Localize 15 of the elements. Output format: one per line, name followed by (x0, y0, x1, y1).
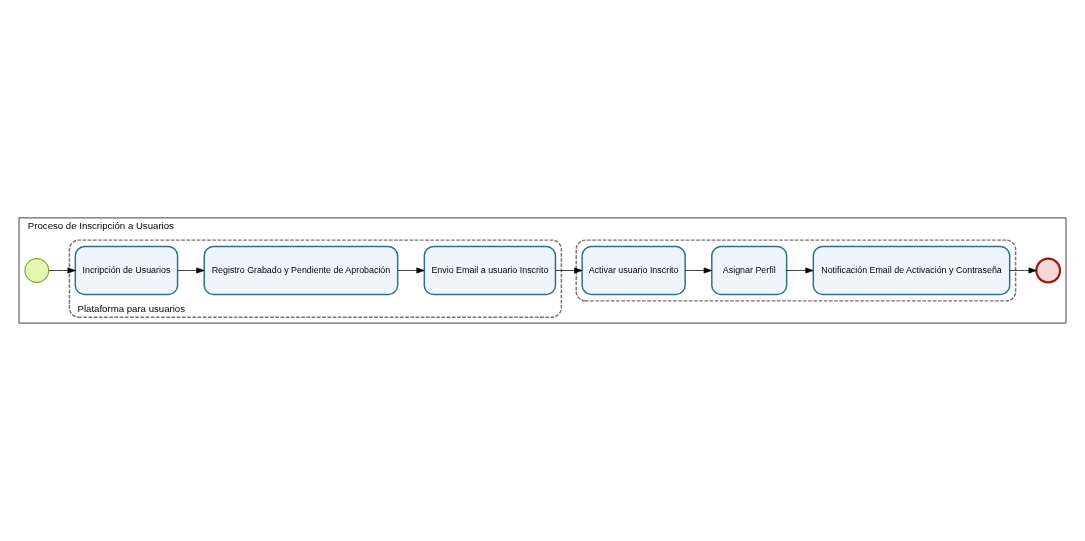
arrow (1009, 267, 1037, 274)
node-box: Envio Email a usuario Inscrito (423, 245, 557, 296)
arrow (685, 267, 712, 274)
arrow (555, 267, 583, 274)
node-box: Registro Grabado y Pendiente de Aprobación (203, 245, 399, 296)
arrow (786, 267, 814, 274)
arrow (48, 267, 76, 274)
node-circle (1035, 257, 1062, 284)
arrow (397, 267, 425, 274)
arrow (177, 267, 205, 274)
node-box: Asignar Perfil (711, 245, 788, 296)
node-box: Activar usuario Inscrito (581, 245, 686, 296)
node-box: Notificación Email de Activación y Contraseña (812, 245, 1011, 296)
node-circle (24, 258, 50, 283)
node-box: Incripción de Usuarios (74, 245, 179, 296)
